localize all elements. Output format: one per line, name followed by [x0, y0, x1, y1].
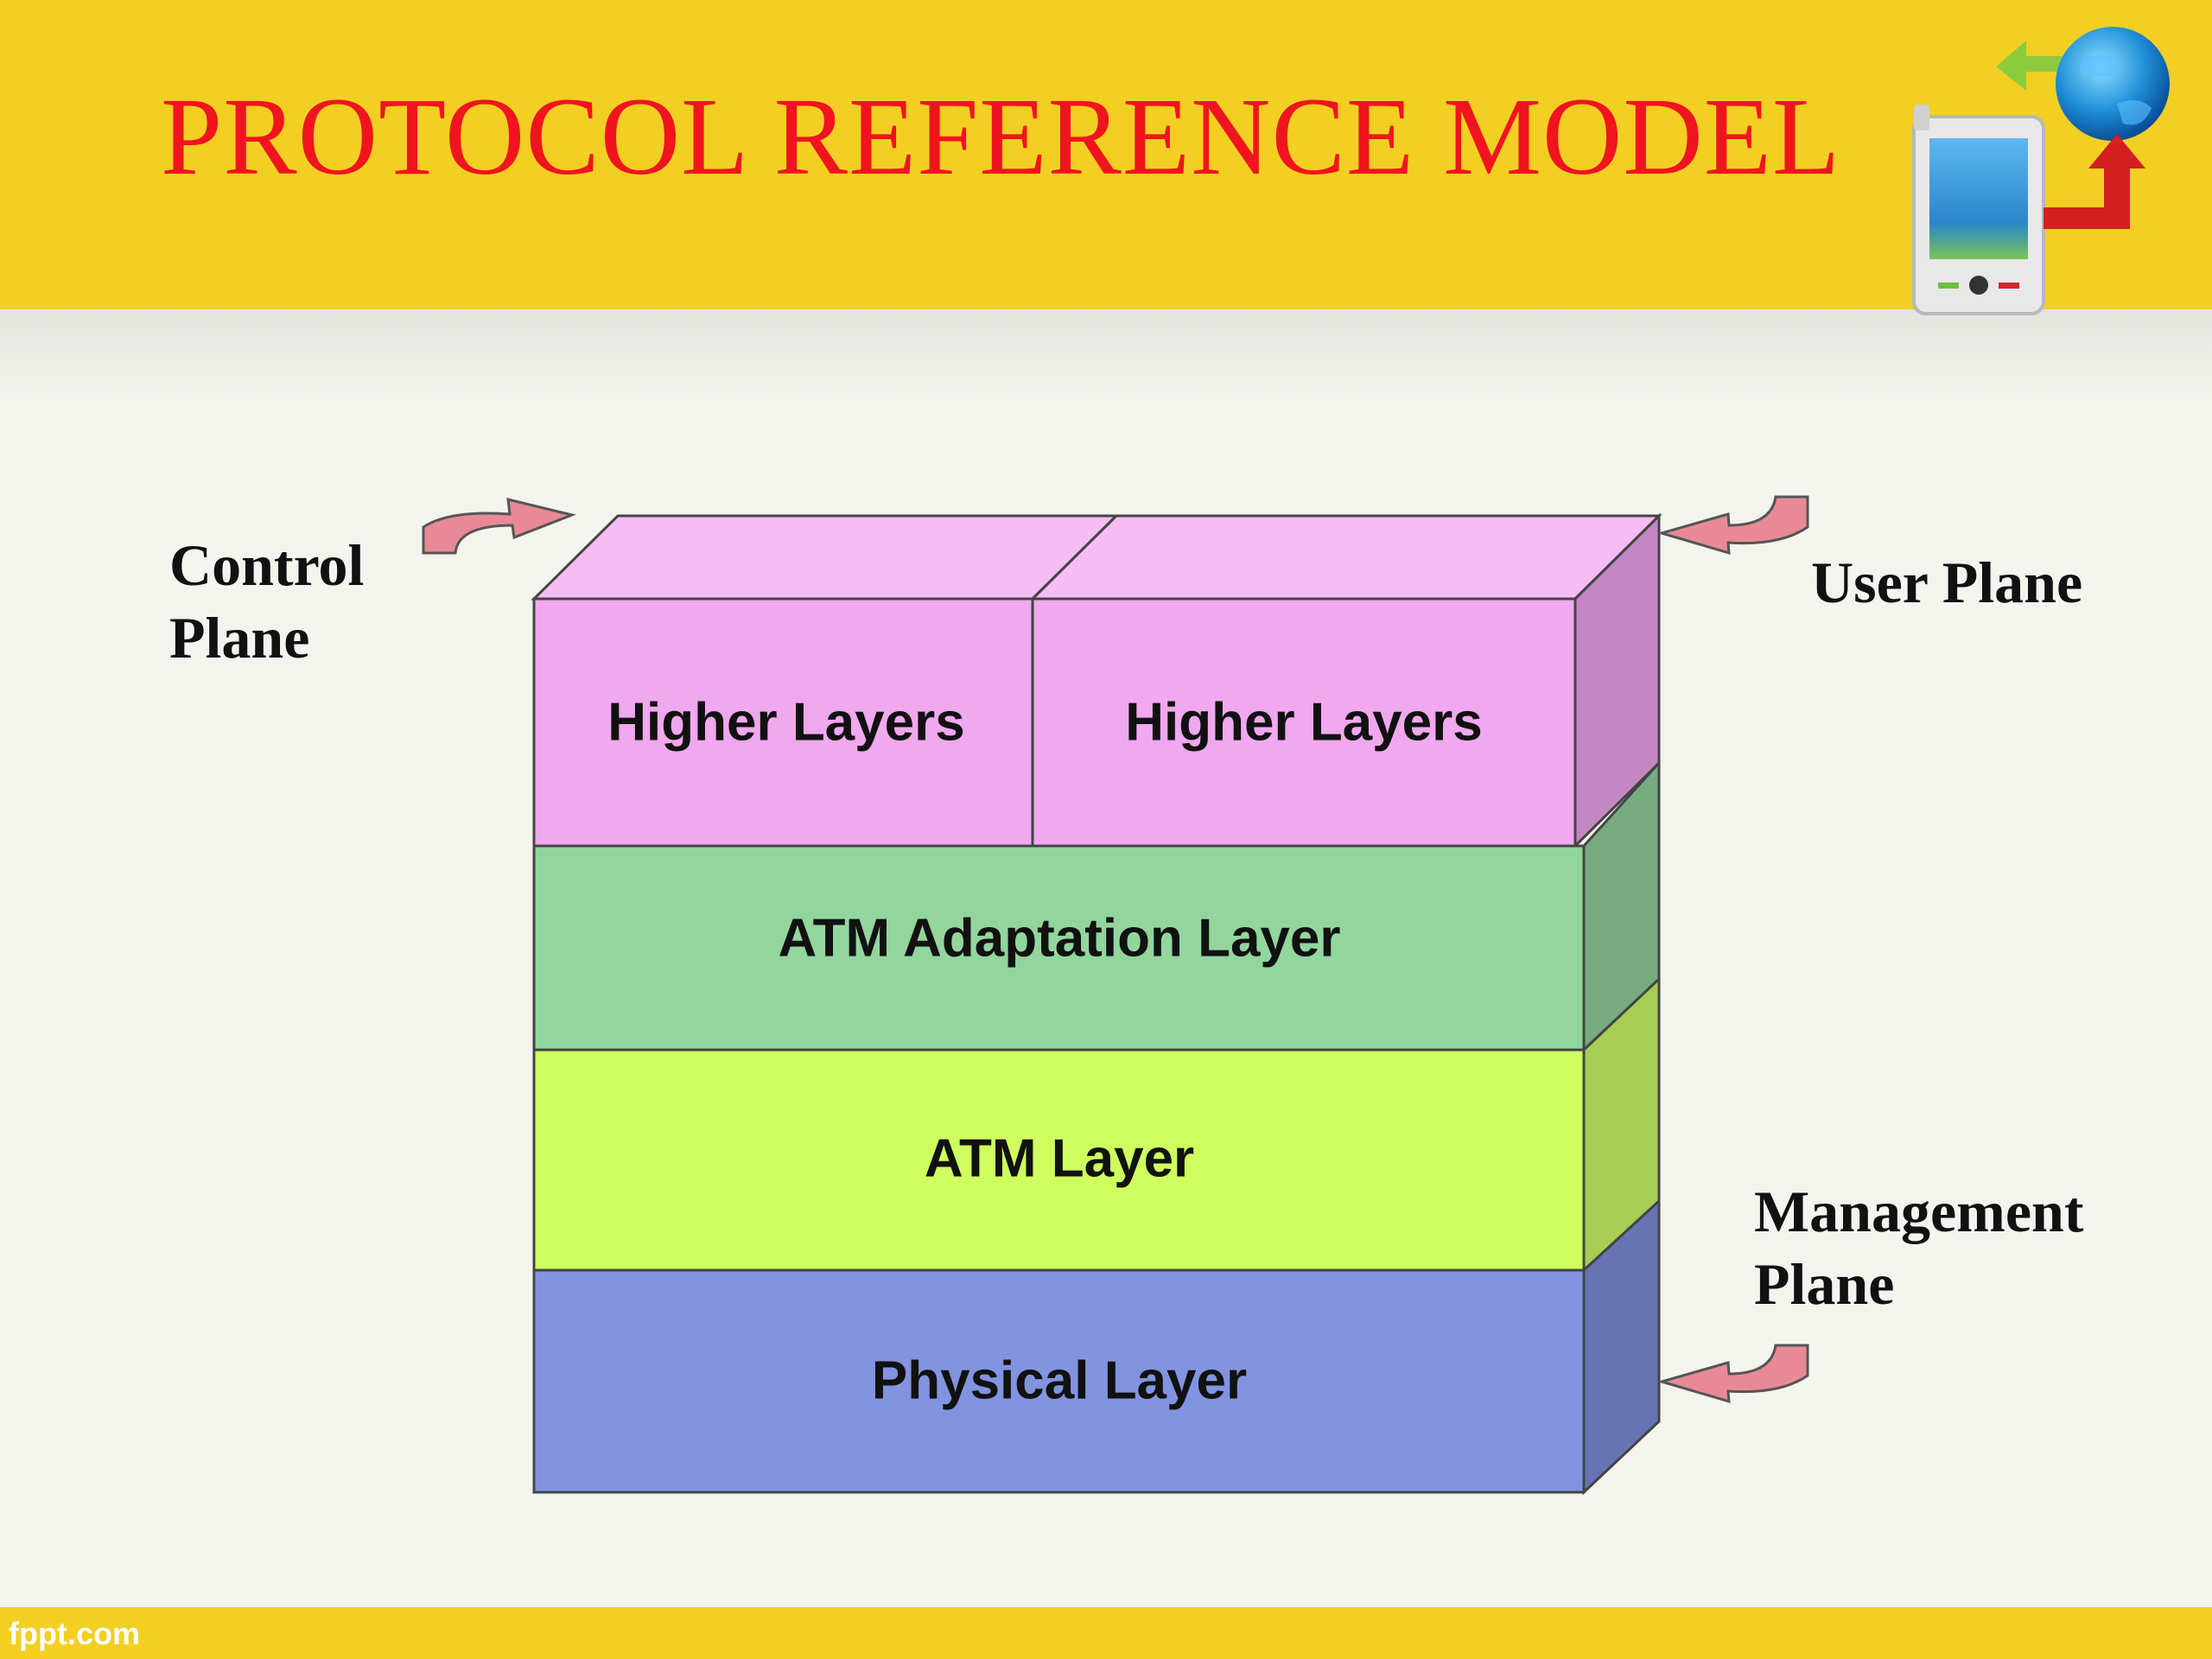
user-plane-label: User Plane [1811, 550, 2083, 615]
top-face-user [1029, 514, 1662, 601]
higher-layers-label-right: Higher Layers [1125, 692, 1483, 752]
atm-layer-box [532, 1048, 1586, 1272]
header-shadow [0, 309, 2212, 404]
control-plane-label: Control Plane [169, 529, 364, 674]
management-plane-arrow-icon [1656, 1344, 1809, 1404]
slide-footer-band: fppt.com [0, 1607, 2212, 1659]
top-face-control [531, 514, 1120, 601]
atm-layer-label: ATM Layer [925, 1128, 1194, 1188]
higher-layers-control-box [532, 597, 1034, 848]
mobile-globe-exchange-icon [1912, 27, 2170, 315]
control-plane-line2: Plane [169, 605, 310, 671]
control-plane-arrow-icon [422, 498, 576, 555]
aal-label: ATM Adaptation Layer [778, 908, 1340, 968]
user-plane-arrow-icon [1656, 495, 1809, 556]
management-plane-line1: Management [1754, 1179, 2084, 1244]
aal-box [532, 844, 1586, 1052]
slide-title: PROTOCOL REFERENCE MODEL [161, 75, 1841, 198]
footer-watermark: fppt.com [9, 1616, 140, 1651]
management-plane-label: Management Plane [1754, 1175, 2083, 1320]
physical-layer-box [532, 1268, 1586, 1494]
control-plane-line1: Control [169, 532, 365, 598]
higher-layers-label-left: Higher Layers [607, 692, 965, 752]
slide-header-band [0, 0, 2212, 309]
management-plane-line2: Plane [1754, 1251, 1895, 1317]
physical-layer-label: Physical Layer [872, 1351, 1247, 1410]
